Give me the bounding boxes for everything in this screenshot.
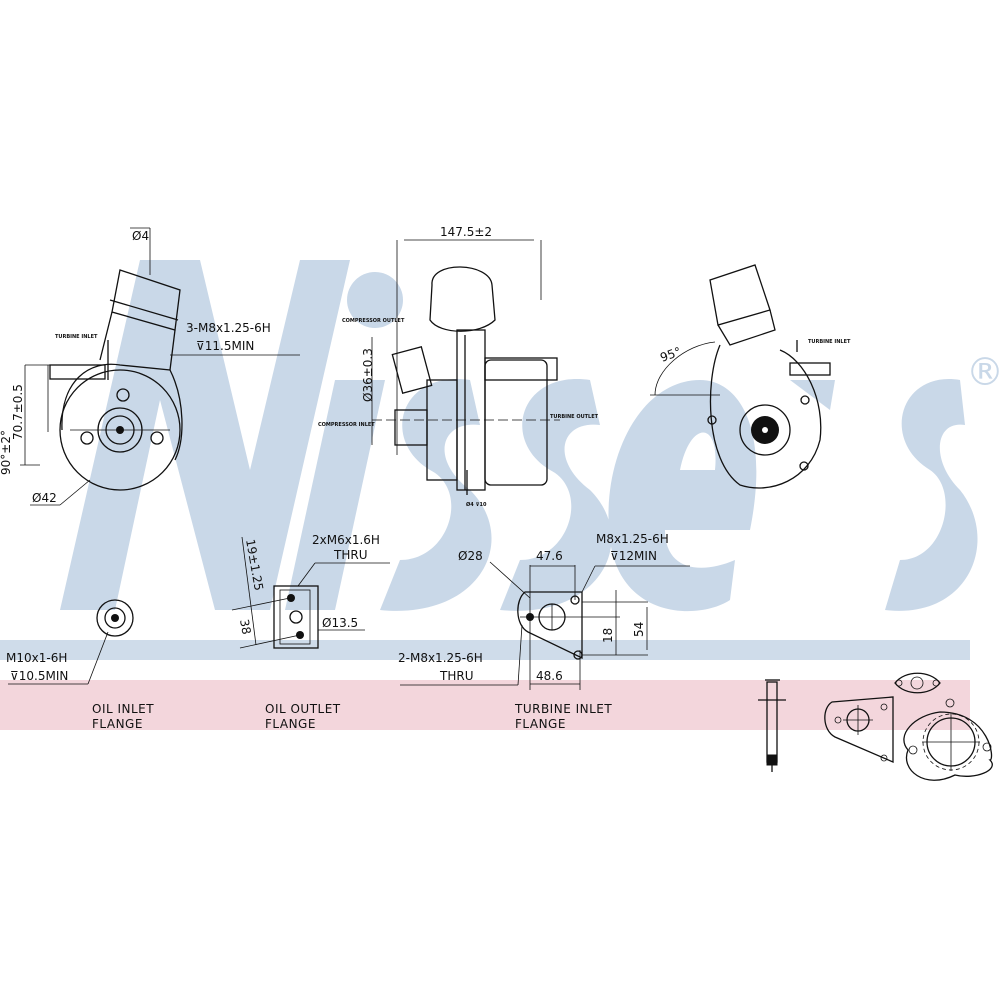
turbine-inlet-thru: THRU bbox=[439, 669, 473, 683]
left-view bbox=[20, 227, 300, 506]
pink-band bbox=[0, 680, 970, 730]
oil-inlet-title-2: FLANGE bbox=[92, 717, 143, 731]
right-angle-label: 95° bbox=[658, 344, 683, 364]
left-height-label: 70.7±0.5 bbox=[11, 384, 25, 440]
compressor-outlet-label: COMPRESSOR OUTLET bbox=[342, 318, 405, 324]
turbine-inlet-depth: ⊽12MIN bbox=[610, 549, 657, 563]
oil-outlet-thru: THRU bbox=[333, 548, 367, 562]
turbine-inlet-title-2: FLANGE bbox=[515, 717, 566, 731]
nissens-watermark-logo bbox=[60, 260, 978, 612]
left-dim-top: Ø4 bbox=[132, 229, 149, 243]
sealant-syringe-icon bbox=[758, 679, 786, 772]
oil-outlet-title-2: FLANGE bbox=[265, 717, 316, 731]
left-angle-label: 90°±2° bbox=[0, 430, 13, 475]
turbine-inlet-flange-drawing bbox=[400, 561, 690, 690]
turbine-inlet-bottom-width: 48.6 bbox=[536, 669, 563, 683]
compressor-inlet-label: COMPRESSOR INLET bbox=[318, 422, 375, 428]
oil-outlet-dia: Ø13.5 bbox=[322, 616, 358, 630]
left-thread-label: 3-M8x1.25-6H bbox=[186, 321, 271, 335]
left-turbine-inlet-label: TURBINE INLET bbox=[55, 334, 98, 340]
turbine-inlet-height: 54 bbox=[632, 622, 646, 637]
turbine-outlet-gasket-icon bbox=[903, 698, 993, 781]
center-dia-label: Ø36±0.3 bbox=[361, 348, 375, 402]
turbine-outlet-label: TURBINE OUTLET bbox=[550, 414, 599, 420]
oil-outlet-flange-drawing bbox=[231, 536, 390, 649]
turbine-inlet-offset: 18 bbox=[601, 628, 615, 643]
left-dia-label: Ø42 bbox=[32, 491, 57, 505]
oil-inlet-thread: M10x1-6H bbox=[6, 651, 67, 665]
turbine-inlet-title-1: TURBINE INLET bbox=[514, 702, 612, 716]
center-view bbox=[371, 239, 560, 495]
oil-inlet-depth: ⊽10.5MIN bbox=[10, 669, 68, 683]
right-view bbox=[650, 264, 831, 489]
oil-outlet-title-1: OIL OUTLET bbox=[265, 702, 341, 716]
oil-outlet-height: 38 bbox=[237, 618, 253, 635]
blue-band bbox=[0, 640, 970, 660]
oil-gasket-icon bbox=[894, 672, 941, 694]
center-width-label: 147.5±2 bbox=[440, 225, 492, 239]
turbine-inlet-dia: Ø28 bbox=[458, 549, 483, 563]
turbine-inlet-thread: M8x1.25-6H bbox=[596, 532, 669, 546]
oil-outlet-thread: 2xM6x1.6H bbox=[312, 533, 380, 547]
left-depth-label: ⊽11.5MIN bbox=[196, 339, 254, 353]
turbine-inlet-thread2: 2-M8x1.25-6H bbox=[398, 651, 483, 665]
oil-inlet-title-1: OIL INLET bbox=[92, 702, 154, 716]
oil-inlet-flange-drawing bbox=[8, 599, 134, 685]
turbine-inlet-width: 47.6 bbox=[536, 549, 563, 563]
center-bottom-dim: Ø4 ⊽10 bbox=[466, 501, 487, 508]
turbine-inlet-gasket-icon bbox=[824, 696, 894, 763]
right-turbine-inlet-label: TURBINE INLET bbox=[808, 339, 851, 345]
registered-mark: ® bbox=[966, 350, 1000, 394]
